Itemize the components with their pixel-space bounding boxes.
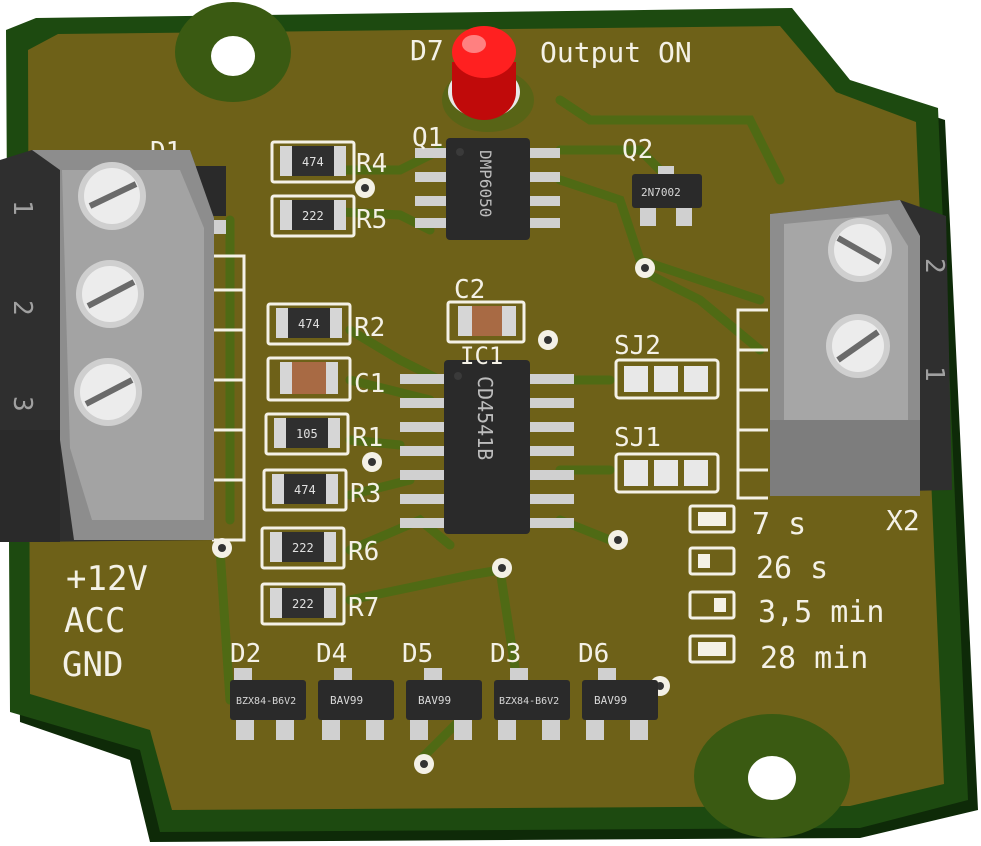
diode-d4-designator: D4: [316, 639, 347, 669]
transistor-q1: [415, 138, 560, 240]
resistor-r5: [270, 194, 356, 238]
time-setting-2: 26 s: [756, 551, 828, 586]
time-setting-4: 28 min: [760, 641, 868, 676]
resistor-r2-designator: R2: [354, 313, 385, 343]
diode-d4-marking: BAV99: [330, 694, 363, 707]
transistor-q2-marking: 2N7002: [641, 186, 681, 199]
ic-ic1-marking: CD4541B: [473, 376, 497, 460]
power-label-gnd: GND: [62, 645, 123, 685]
solder-jumper-sj1-designator: SJ1: [614, 423, 661, 453]
resistor-r4-designator: R4: [356, 149, 387, 179]
resistor-r3-designator: R3: [350, 479, 381, 509]
terminal-x1-pin-2: 2: [7, 300, 37, 316]
resistor-r1-marking: 105: [296, 427, 318, 441]
diode-d6: [582, 668, 658, 740]
resistor-r6: [260, 526, 346, 570]
terminal-x2-designator: X2: [886, 504, 920, 537]
capacitor-c1: [266, 356, 352, 402]
resistor-r1: [264, 412, 350, 456]
diode-d3: [494, 668, 570, 740]
capacitor-c2-designator: C2: [454, 275, 485, 305]
terminal-x2-pin-2: 2: [919, 258, 949, 274]
diode-d4: [318, 668, 394, 740]
diode-d6-designator: D6: [578, 639, 609, 669]
terminal-block-x1: [0, 150, 246, 542]
led-d7: [442, 26, 534, 132]
resistor-r2: [266, 302, 352, 346]
resistor-r5-marking: 222: [302, 209, 324, 223]
resistor-r4-marking: 474: [302, 155, 324, 169]
diode-d6-marking: BAV99: [594, 694, 627, 707]
terminal-x1-pin-3: 3: [7, 396, 37, 412]
time-setting-3: 3,5 min: [758, 595, 884, 630]
solder-jumper-sj2-designator: SJ2: [614, 331, 661, 361]
transistor-q1-designator: Q1: [412, 123, 443, 153]
resistor-r6-marking: 222: [292, 541, 314, 555]
diode-d5: [406, 668, 482, 740]
led-d7-designator: D7: [410, 34, 444, 67]
time-setting-1: 7 s: [752, 507, 806, 542]
transistor-q1-marking: DMP6050: [476, 150, 495, 217]
resistor-r4: [270, 140, 356, 184]
resistor-r3-marking: 474: [294, 483, 316, 497]
diode-d2: [230, 668, 306, 740]
time-setting-markers: [688, 504, 736, 664]
diode-d5-marking: BAV99: [418, 694, 451, 707]
capacitor-c1-designator: C1: [354, 369, 385, 399]
terminal-x1-pin-1: 1: [7, 200, 37, 216]
terminal-block-x2: [736, 200, 952, 500]
capacitor-c2: [446, 300, 526, 344]
power-label-acc: ACC: [64, 601, 125, 641]
solder-jumper-sj1: [614, 452, 720, 494]
diode-d3-designator: D3: [490, 639, 521, 669]
diode-d3-marking: BZX84-B6V2: [499, 696, 559, 707]
resistor-r2-marking: 474: [298, 317, 320, 331]
resistor-r1-designator: R1: [352, 423, 383, 453]
power-label-12v: +12V: [66, 559, 148, 599]
diode-d2-marking: BZX84-B6V2: [236, 696, 296, 707]
resistor-r3: [262, 468, 348, 512]
resistor-r7: [260, 582, 346, 626]
resistor-r5-designator: R5: [356, 205, 387, 235]
led-status-label: Output ON: [540, 36, 692, 69]
mounting-holes: [175, 2, 850, 838]
ic-ic1-designator: IC1: [460, 342, 503, 370]
ic-ic1: [400, 360, 574, 534]
transistor-q2: [632, 166, 702, 226]
resistor-r7-designator: R7: [348, 593, 379, 623]
transistor-q2-designator: Q2: [622, 135, 653, 165]
resistor-r7-marking: 222: [292, 597, 314, 611]
resistor-r6-designator: R6: [348, 537, 379, 567]
terminal-x2-pin-1: 1: [919, 366, 949, 382]
diode-d2-designator: D2: [230, 639, 261, 669]
solder-jumper-sj2: [614, 358, 720, 400]
diode-d5-designator: D5: [402, 639, 433, 669]
